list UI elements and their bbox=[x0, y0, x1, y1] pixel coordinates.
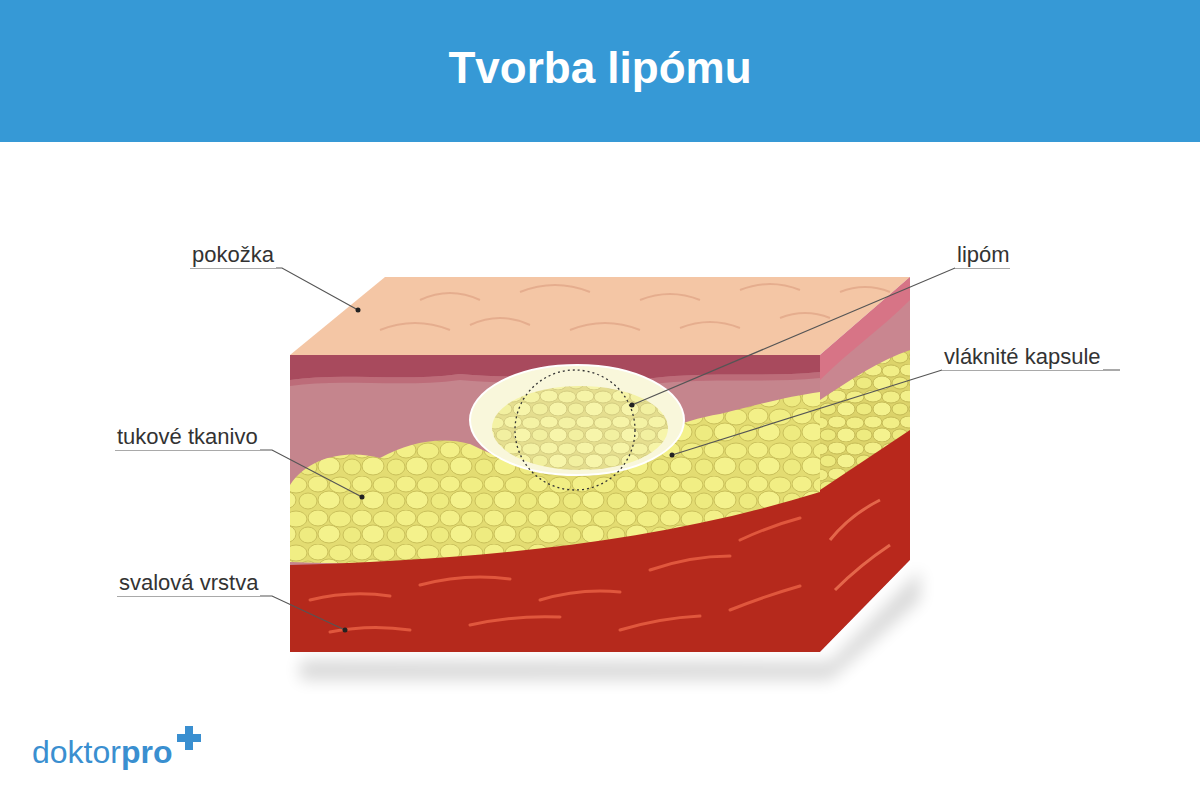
logo-plus bbox=[177, 726, 201, 750]
logo-text: doktor bbox=[32, 733, 121, 771]
layer-label: svalová vrstva bbox=[117, 570, 260, 596]
logo-text: pro bbox=[121, 733, 173, 771]
part-label: lipóm bbox=[955, 242, 1012, 268]
part-label: vláknité kapsule bbox=[942, 344, 1103, 370]
layer-label: pokožka bbox=[190, 242, 276, 268]
layer-label: tukové tkanivo bbox=[115, 424, 260, 450]
title: Tvorba lipómu bbox=[0, 40, 1200, 96]
